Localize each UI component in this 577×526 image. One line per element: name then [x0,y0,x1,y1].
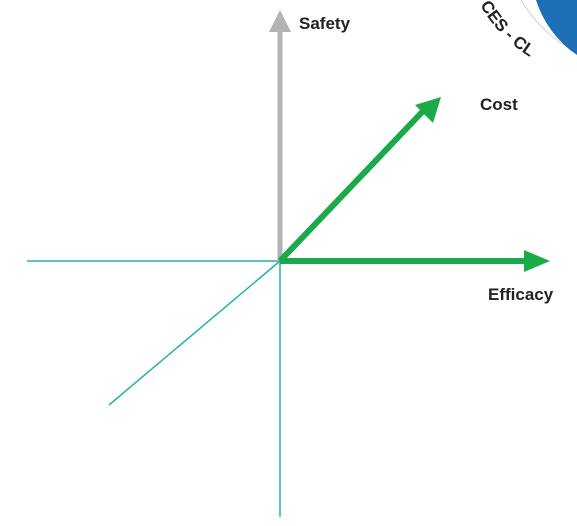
cost-axis-label: Cost [480,95,518,114]
negative-diagonal-axis-line [108,260,281,406]
efficacy-axis-label: Efficacy [488,285,554,304]
cost-arrow [277,97,441,264]
safety-axis-label: Safety [299,14,351,33]
efficacy-arrow [280,250,550,272]
safety-arrow [269,10,291,261]
